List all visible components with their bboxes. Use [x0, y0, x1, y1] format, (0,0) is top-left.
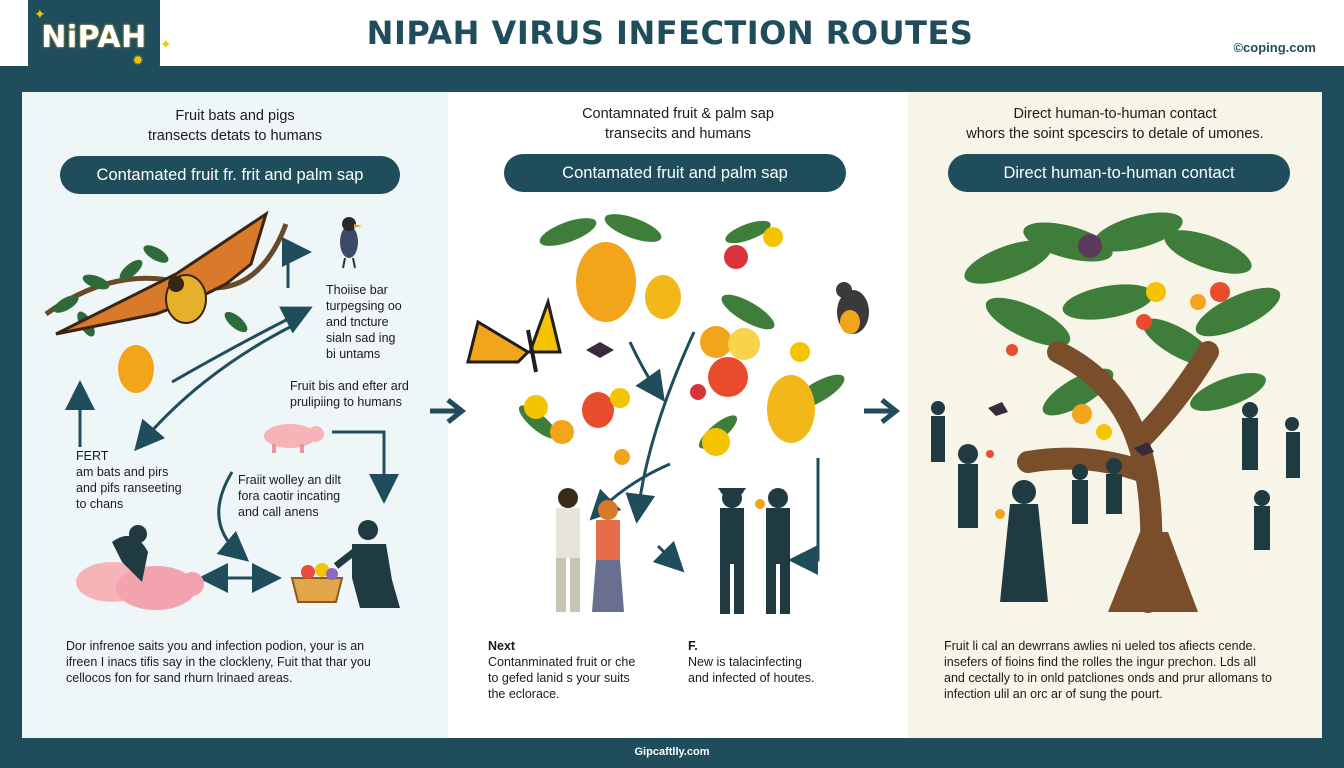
panel-bats-pigs: Fruit bats and pigs transects detats to …	[22, 92, 448, 738]
panel-footer: Dor infrenoe saits you and infection pod…	[66, 638, 426, 686]
footer-line: Fruit li cal an dewrrans awlies ni ueled…	[944, 639, 1256, 653]
panel-heading-line: Fruit bats and pigs	[175, 108, 295, 124]
logo-text: NiPAH	[41, 19, 147, 55]
note-line: Fruit bis and efter ard	[290, 379, 409, 393]
sun-icon: ✹	[132, 52, 144, 68]
footer-lead: F.	[688, 639, 698, 653]
note-line: prulipiing to humans	[290, 395, 402, 409]
note-fruit-wolley: Fraiit wolley an dilt fora caotir incati…	[238, 472, 388, 520]
logo[interactable]: NiPAH ✦ ✦ ✹	[28, 0, 172, 74]
header: NiPAH ✦ ✦ ✹ NIPAH VIRUS INFECTION ROUTES…	[0, 0, 1344, 74]
panel-footer-left: Next Contanminated fruit or che to gefed…	[488, 638, 668, 702]
pig-icon	[264, 424, 324, 453]
note-line: Fraiit wolley an dilt	[238, 473, 341, 487]
people-icon	[556, 488, 790, 614]
star-icon: ✦	[34, 6, 46, 22]
note-line: and tncture	[326, 315, 389, 329]
panel-heading-line: whors the soint spcescirs to detale of u…	[966, 126, 1264, 142]
site-link-bottom[interactable]: Gipcaftlly.com	[634, 746, 710, 758]
bird-icon	[340, 217, 362, 269]
note-line: bi untams	[326, 347, 381, 361]
panel-heading: Direct human-to-human contact whors the …	[908, 104, 1322, 144]
footer-line: Dor infrenoe saits you and infection pod…	[66, 639, 365, 653]
footer-line: the eclorace.	[488, 687, 560, 701]
arrow-right-icon	[864, 398, 901, 424]
site-link-top[interactable]: ©coping.com	[1233, 40, 1316, 55]
panel-footer: Fruit li cal an dewrrans awlies ni ueled…	[944, 638, 1304, 702]
panel-heading-line: Direct human-to-human contact	[1013, 106, 1217, 122]
footer-line: cellocos fon for sand rhurn lrinaed area…	[66, 671, 293, 685]
star-icon: ✦	[160, 36, 172, 52]
panel-heading: Fruit bats and pigs transects detats to …	[22, 106, 448, 146]
panel-heading-line: Contamnated fruit & palm sap	[582, 106, 774, 122]
footer-lead: Next	[488, 639, 516, 653]
note-line: Thoiise bar	[326, 283, 388, 297]
note-line: and pifs ranseeting	[76, 481, 182, 495]
note-line: fora caotir incating	[238, 489, 341, 503]
note-fert: FERT am bats and pirs and pifs ranseetin…	[76, 448, 216, 512]
note-line: FERT	[76, 449, 109, 463]
panel-heading: Contamnated fruit & palm sap transecits …	[448, 104, 908, 144]
farmer-basket-icon	[290, 520, 400, 608]
fruit-cluster-icon	[466, 214, 869, 575]
page-title: NIPAH VIRUS INFECTION ROUTES	[366, 14, 974, 52]
footer-line: New is talacinfecting	[688, 655, 802, 669]
cycle-arrows-icon	[65, 237, 399, 593]
note-line: to chans	[76, 497, 124, 511]
footer-line: ifreen I inacs tifis say in the clocklen…	[66, 655, 371, 669]
route-pill[interactable]: Contamated fruit fr. frit and palm sap	[60, 156, 400, 194]
footer-line: infection ulil an orc ar of sung the pou…	[944, 687, 1163, 701]
tree-people-icon	[931, 212, 1300, 613]
note-line: am bats and pirs	[76, 465, 169, 479]
footer-line: to gefed lanid s your suits	[488, 671, 630, 685]
route-pill[interactable]: Contamated fruit and palm sap	[504, 154, 846, 192]
footer-line: and infected of houtes.	[688, 671, 815, 685]
note-line: turpegsing oo	[326, 299, 402, 313]
arrow-right-icon	[430, 398, 467, 424]
panel-heading-line: transecits and humans	[605, 126, 751, 142]
note-line: sialn sad ing	[326, 331, 396, 345]
footer-line: and cectally to in onld patcliones onds …	[944, 671, 1272, 685]
footer-line: Contanminated fruit or che	[488, 655, 636, 669]
panel-footer-right: F. New is talacinfecting and infected of…	[688, 638, 888, 686]
route-pill[interactable]: Direct human-to-human contact	[948, 154, 1290, 192]
pigs-farmer-icon	[76, 525, 204, 610]
panel-heading-line: transects detats to humans	[147, 128, 323, 144]
note-bats: Thoiise bar turpegsing oo and tncture si…	[326, 282, 436, 362]
fruit-bat-icon	[44, 210, 289, 393]
note-line: and call anens	[238, 505, 319, 519]
footer-line: insefers of fioins find the rolles the i…	[944, 655, 1256, 669]
panel-contaminated-fruit: Contamnated fruit & palm sap transecits …	[448, 92, 908, 738]
panel-human-contact: Direct human-to-human contact whors the …	[908, 92, 1322, 738]
note-fruit-bats: Fruit bis and efter ard prulipiing to hu…	[290, 378, 440, 410]
